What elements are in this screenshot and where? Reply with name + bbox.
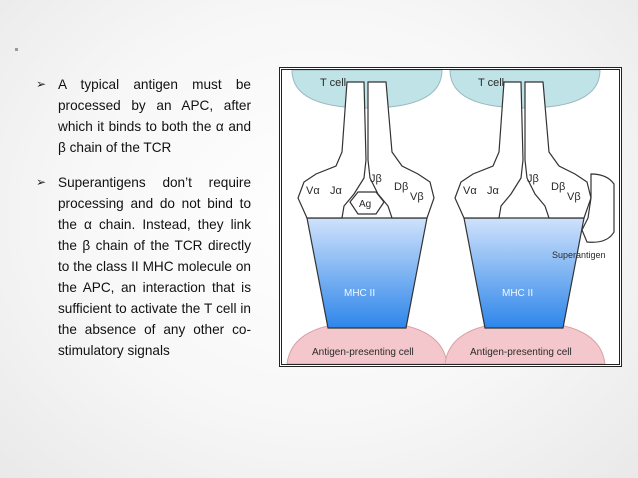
arrow-bullet-icon: ➢ xyxy=(36,175,47,189)
text-column: ➢ A typical antigen must be processed by… xyxy=(36,74,251,375)
left-panel: T cell Vα Jα Jβ Dβ Vβ Ag MHC II Antigen-… xyxy=(286,70,448,364)
tcr-alpha-chain xyxy=(454,81,524,219)
bullet-text: Superantigens don’t require processing a… xyxy=(58,175,251,358)
mhc-ii-molecule xyxy=(306,217,428,329)
antigen-peptide xyxy=(349,191,385,215)
apc-label: Antigen-presenting cell xyxy=(312,347,414,358)
mhc-ii-label: MHC II xyxy=(344,288,375,299)
superantigen-label: Superantigen xyxy=(552,250,606,260)
superantigen-shape xyxy=(581,173,615,243)
tcr-beta-chain xyxy=(367,81,435,219)
tcr-alpha-chain xyxy=(297,81,367,219)
bullet-text: A typical antigen must be processed by a… xyxy=(58,77,251,155)
antigen-label: Ag xyxy=(359,199,371,210)
v-alpha-label: Vα xyxy=(463,185,477,197)
mhc-ii-label: MHC II xyxy=(502,288,533,299)
arrow-bullet-icon: ➢ xyxy=(36,77,47,91)
v-alpha-label: Vα xyxy=(306,185,320,197)
v-beta-label: Vβ xyxy=(410,191,424,203)
j-beta-label: Jβ xyxy=(370,173,382,185)
j-alpha-label: Jα xyxy=(330,185,343,197)
j-alpha-label: Jα xyxy=(487,185,500,197)
t-cell-membrane xyxy=(291,70,443,109)
slide-marker xyxy=(15,48,18,51)
tcr-mhc-diagram: T cell Vα Jα Jβ Dβ Vβ Ag MHC II Antigen-… xyxy=(279,67,622,367)
d-beta-label: Dβ xyxy=(551,181,565,193)
t-cell-label: T cell xyxy=(478,77,504,89)
mhc-ii-molecule xyxy=(463,217,585,329)
bullet-item: ➢ A typical antigen must be processed by… xyxy=(36,74,251,158)
tcr-beta-chain xyxy=(524,81,592,219)
d-beta-label: Dβ xyxy=(394,181,408,193)
v-beta-label: Vβ xyxy=(567,191,581,203)
apc-label: Antigen-presenting cell xyxy=(470,347,572,358)
right-panel: T cell Vα Jα Jβ Dβ Vβ Superantigen MHC I… xyxy=(444,70,615,364)
j-beta-label: Jβ xyxy=(527,173,539,185)
t-cell-label: T cell xyxy=(320,77,346,89)
bullet-item: ➢ Superantigens don’t require processing… xyxy=(36,172,251,361)
